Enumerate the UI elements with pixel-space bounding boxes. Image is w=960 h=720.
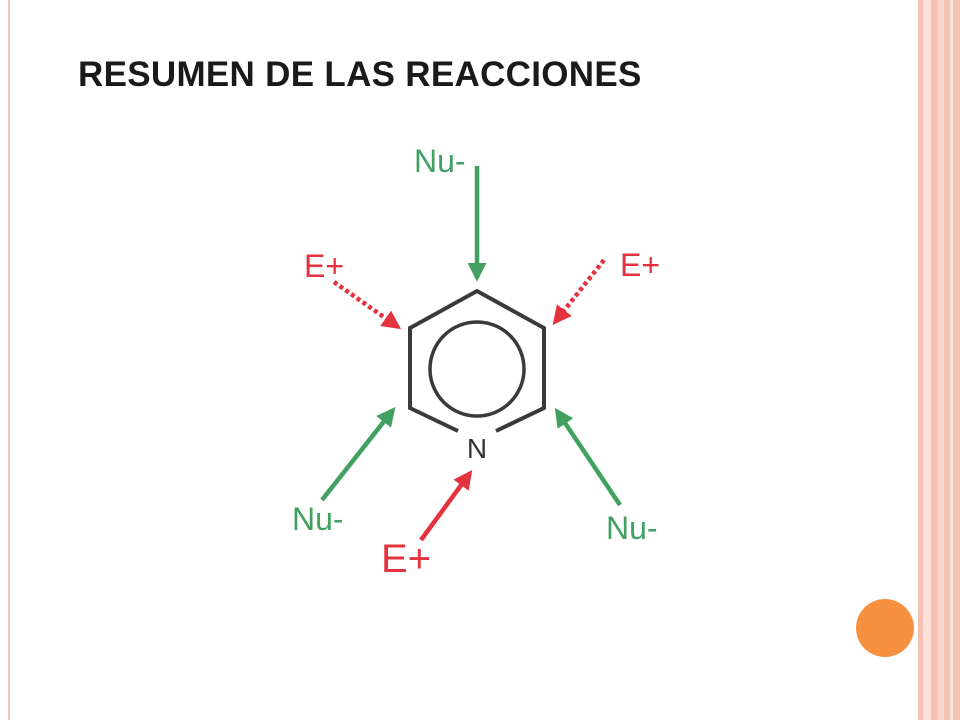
- nucleophile-label-bottom-right: Nu-: [606, 510, 658, 546]
- band-stripe: [938, 0, 944, 720]
- electrophile-arrow-top-left: [332, 280, 402, 330]
- slide-title: RESUMEN DE LAS REACCIONES: [78, 55, 642, 94]
- electrophile-label-top-left: E+: [304, 248, 344, 284]
- orange-accent-dot: [856, 599, 914, 657]
- ring-bonds: [408, 288, 546, 433]
- electrophile-arrow-top-right: [552, 258, 606, 325]
- nitrogen-label: N: [467, 433, 487, 464]
- band-stripe: [950, 0, 953, 720]
- band-stripe: [923, 0, 931, 720]
- right-decorative-band: [918, 0, 960, 720]
- electrophile-arrow-bottom: [419, 469, 473, 542]
- nucleophile-arrow-bottom-right: [554, 407, 622, 507]
- electrophile-label-bottom: E+: [381, 537, 431, 581]
- nucleophile-label-bottom-left: Nu-: [292, 501, 344, 537]
- pyridine-ring: N: [408, 288, 546, 464]
- nucleophile-label-top: Nu-: [414, 143, 466, 179]
- nucleophile-arrow-bottom-left: [320, 407, 396, 502]
- aromatic-circle: [428, 320, 526, 418]
- left-border-line: [0, 0, 10, 720]
- electrophile-label-top-right: E+: [620, 247, 660, 283]
